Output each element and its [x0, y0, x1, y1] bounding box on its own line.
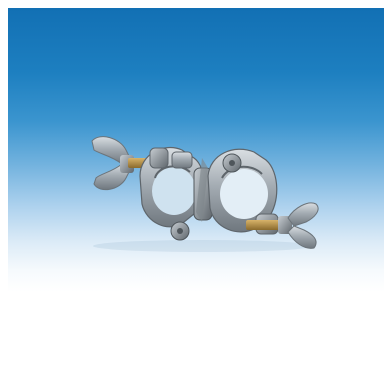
wing-nut-left	[91, 136, 134, 191]
wing-nut-right	[278, 202, 319, 249]
bolt-right	[246, 220, 286, 230]
scaffold-coupler-icon	[91, 136, 319, 252]
coupler-right	[207, 148, 279, 235]
coupler-left	[139, 146, 205, 241]
product-photo	[8, 8, 384, 363]
